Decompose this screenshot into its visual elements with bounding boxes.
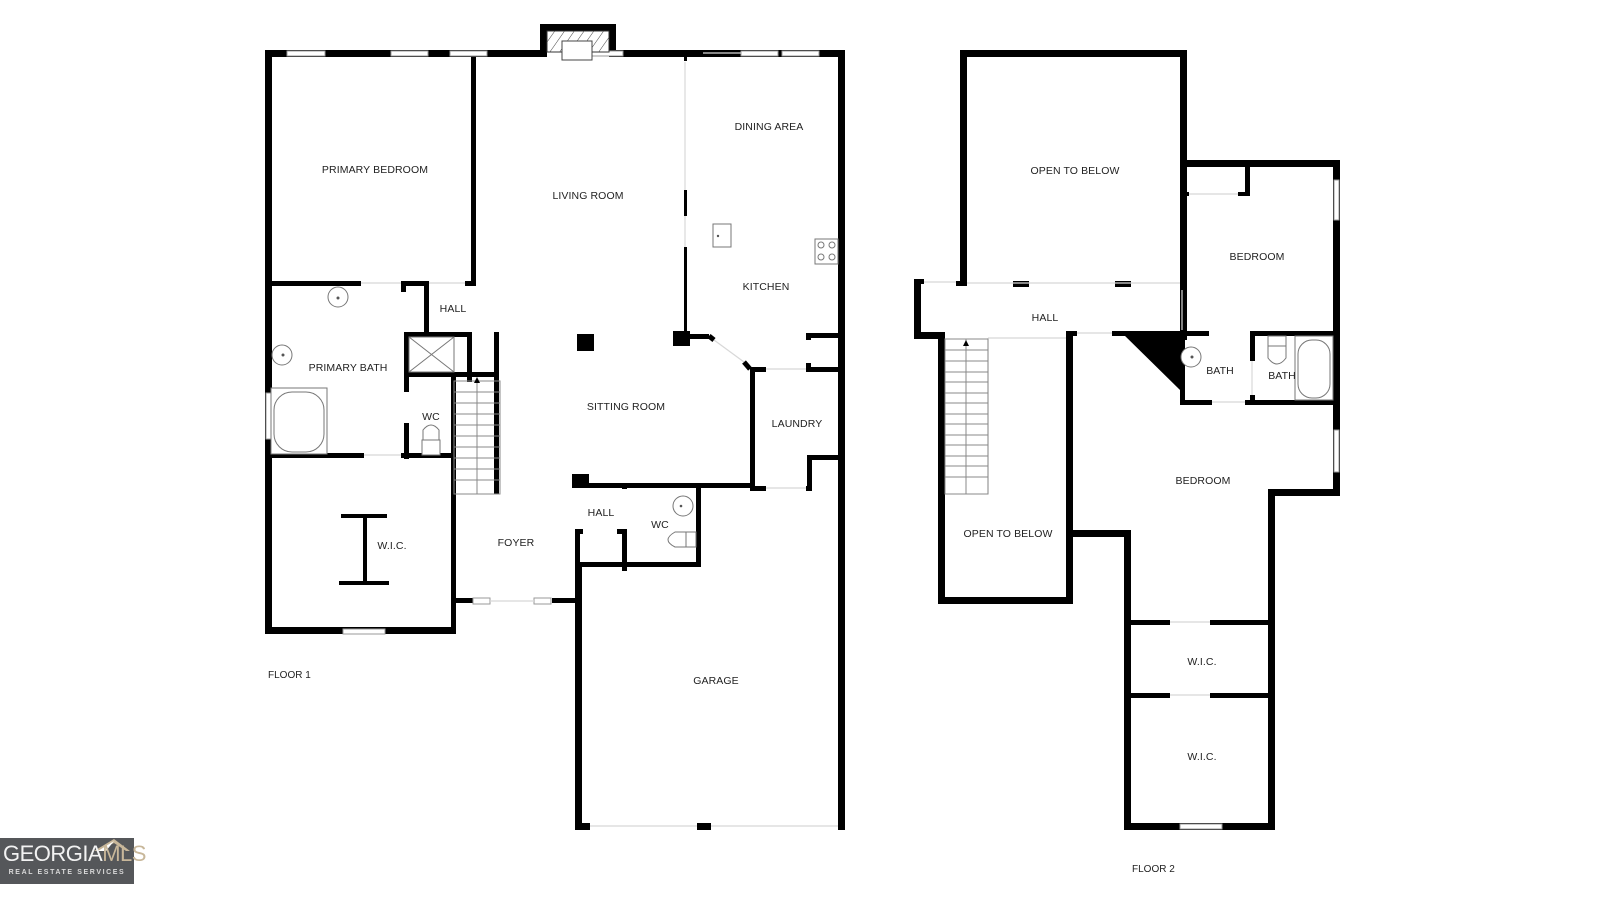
room-label-wic-lower: W.I.C. xyxy=(1187,751,1217,763)
floor-2-walls xyxy=(914,50,1340,830)
bathtub-icon xyxy=(1294,335,1334,401)
logo-georgia: GEORGIA xyxy=(3,841,103,866)
floor-2-label: FLOOR 2 xyxy=(1132,864,1175,875)
sink-icon xyxy=(1180,346,1202,368)
fireplace-icon xyxy=(546,30,610,61)
room-label-wic-upper: W.I.C. xyxy=(1187,656,1217,668)
staircase-icon xyxy=(453,377,501,495)
logo-tagline: REAL ESTATE SERVICES xyxy=(8,869,126,876)
georgia-mls-logo: GEORGIAMLS REAL ESTATE SERVICES xyxy=(0,838,146,884)
staircase-icon xyxy=(944,338,989,495)
toilet-icon xyxy=(667,531,697,548)
sink-icon xyxy=(327,286,349,308)
room-label-laundry: LAUNDRY xyxy=(771,418,823,430)
room-label-sitting-room: SITTING ROOM xyxy=(586,401,666,413)
stove-icon xyxy=(814,238,839,265)
room-label-kitchen: KITCHEN xyxy=(742,281,790,293)
roof-icon xyxy=(94,839,130,851)
room-label-hall: HALL xyxy=(439,303,467,315)
logo-wordmark: GEORGIAMLS xyxy=(3,842,146,866)
room-label-foyer: FOYER xyxy=(497,537,535,549)
floor-1-walls xyxy=(265,24,845,830)
room-label-bath-right: BATH xyxy=(1268,370,1296,382)
bathtub-icon xyxy=(270,387,328,455)
room-label-wc-lower: WC xyxy=(651,519,669,531)
room-label-garage: GARAGE xyxy=(693,675,739,687)
floor-2-fixtures xyxy=(944,335,1334,495)
room-label-hall-floor2: HALL xyxy=(1031,312,1059,324)
shower-icon xyxy=(408,336,455,373)
floor-1-windows xyxy=(265,50,838,827)
room-label-bedroom-main: BEDROOM xyxy=(1175,475,1231,487)
floor-1-label: FLOOR 1 xyxy=(268,670,311,681)
closet-rod-icon xyxy=(339,514,389,585)
room-label-hall-lower: HALL xyxy=(587,507,615,519)
room-label-dining-area: DINING AREA xyxy=(734,121,804,133)
room-label-open-to-below-top: OPEN TO BELOW xyxy=(1030,165,1120,177)
room-label-wc: WC xyxy=(422,411,440,423)
toilet-icon xyxy=(421,424,441,456)
room-label-open-to-below-bottom: OPEN TO BELOW xyxy=(963,528,1053,540)
room-label-wic: W.I.C. xyxy=(377,540,407,552)
room-label-primary-bath: PRIMARY BATH xyxy=(308,362,388,374)
toilet-icon xyxy=(1267,335,1287,365)
room-label-bedroom-top: BEDROOM xyxy=(1229,251,1285,263)
room-label-bath-left: BATH xyxy=(1206,365,1234,377)
sink-icon xyxy=(271,344,293,366)
room-label-living-room: LIVING ROOM xyxy=(552,190,624,202)
floor-1-fixtures xyxy=(270,223,839,585)
sink-icon xyxy=(672,495,694,517)
floor-2-windows xyxy=(924,179,1340,830)
kitchen-sink-icon xyxy=(712,223,732,248)
logo-mls: MLS xyxy=(102,841,146,866)
room-label-primary-bedroom: PRIMARY BEDROOM xyxy=(321,164,429,176)
